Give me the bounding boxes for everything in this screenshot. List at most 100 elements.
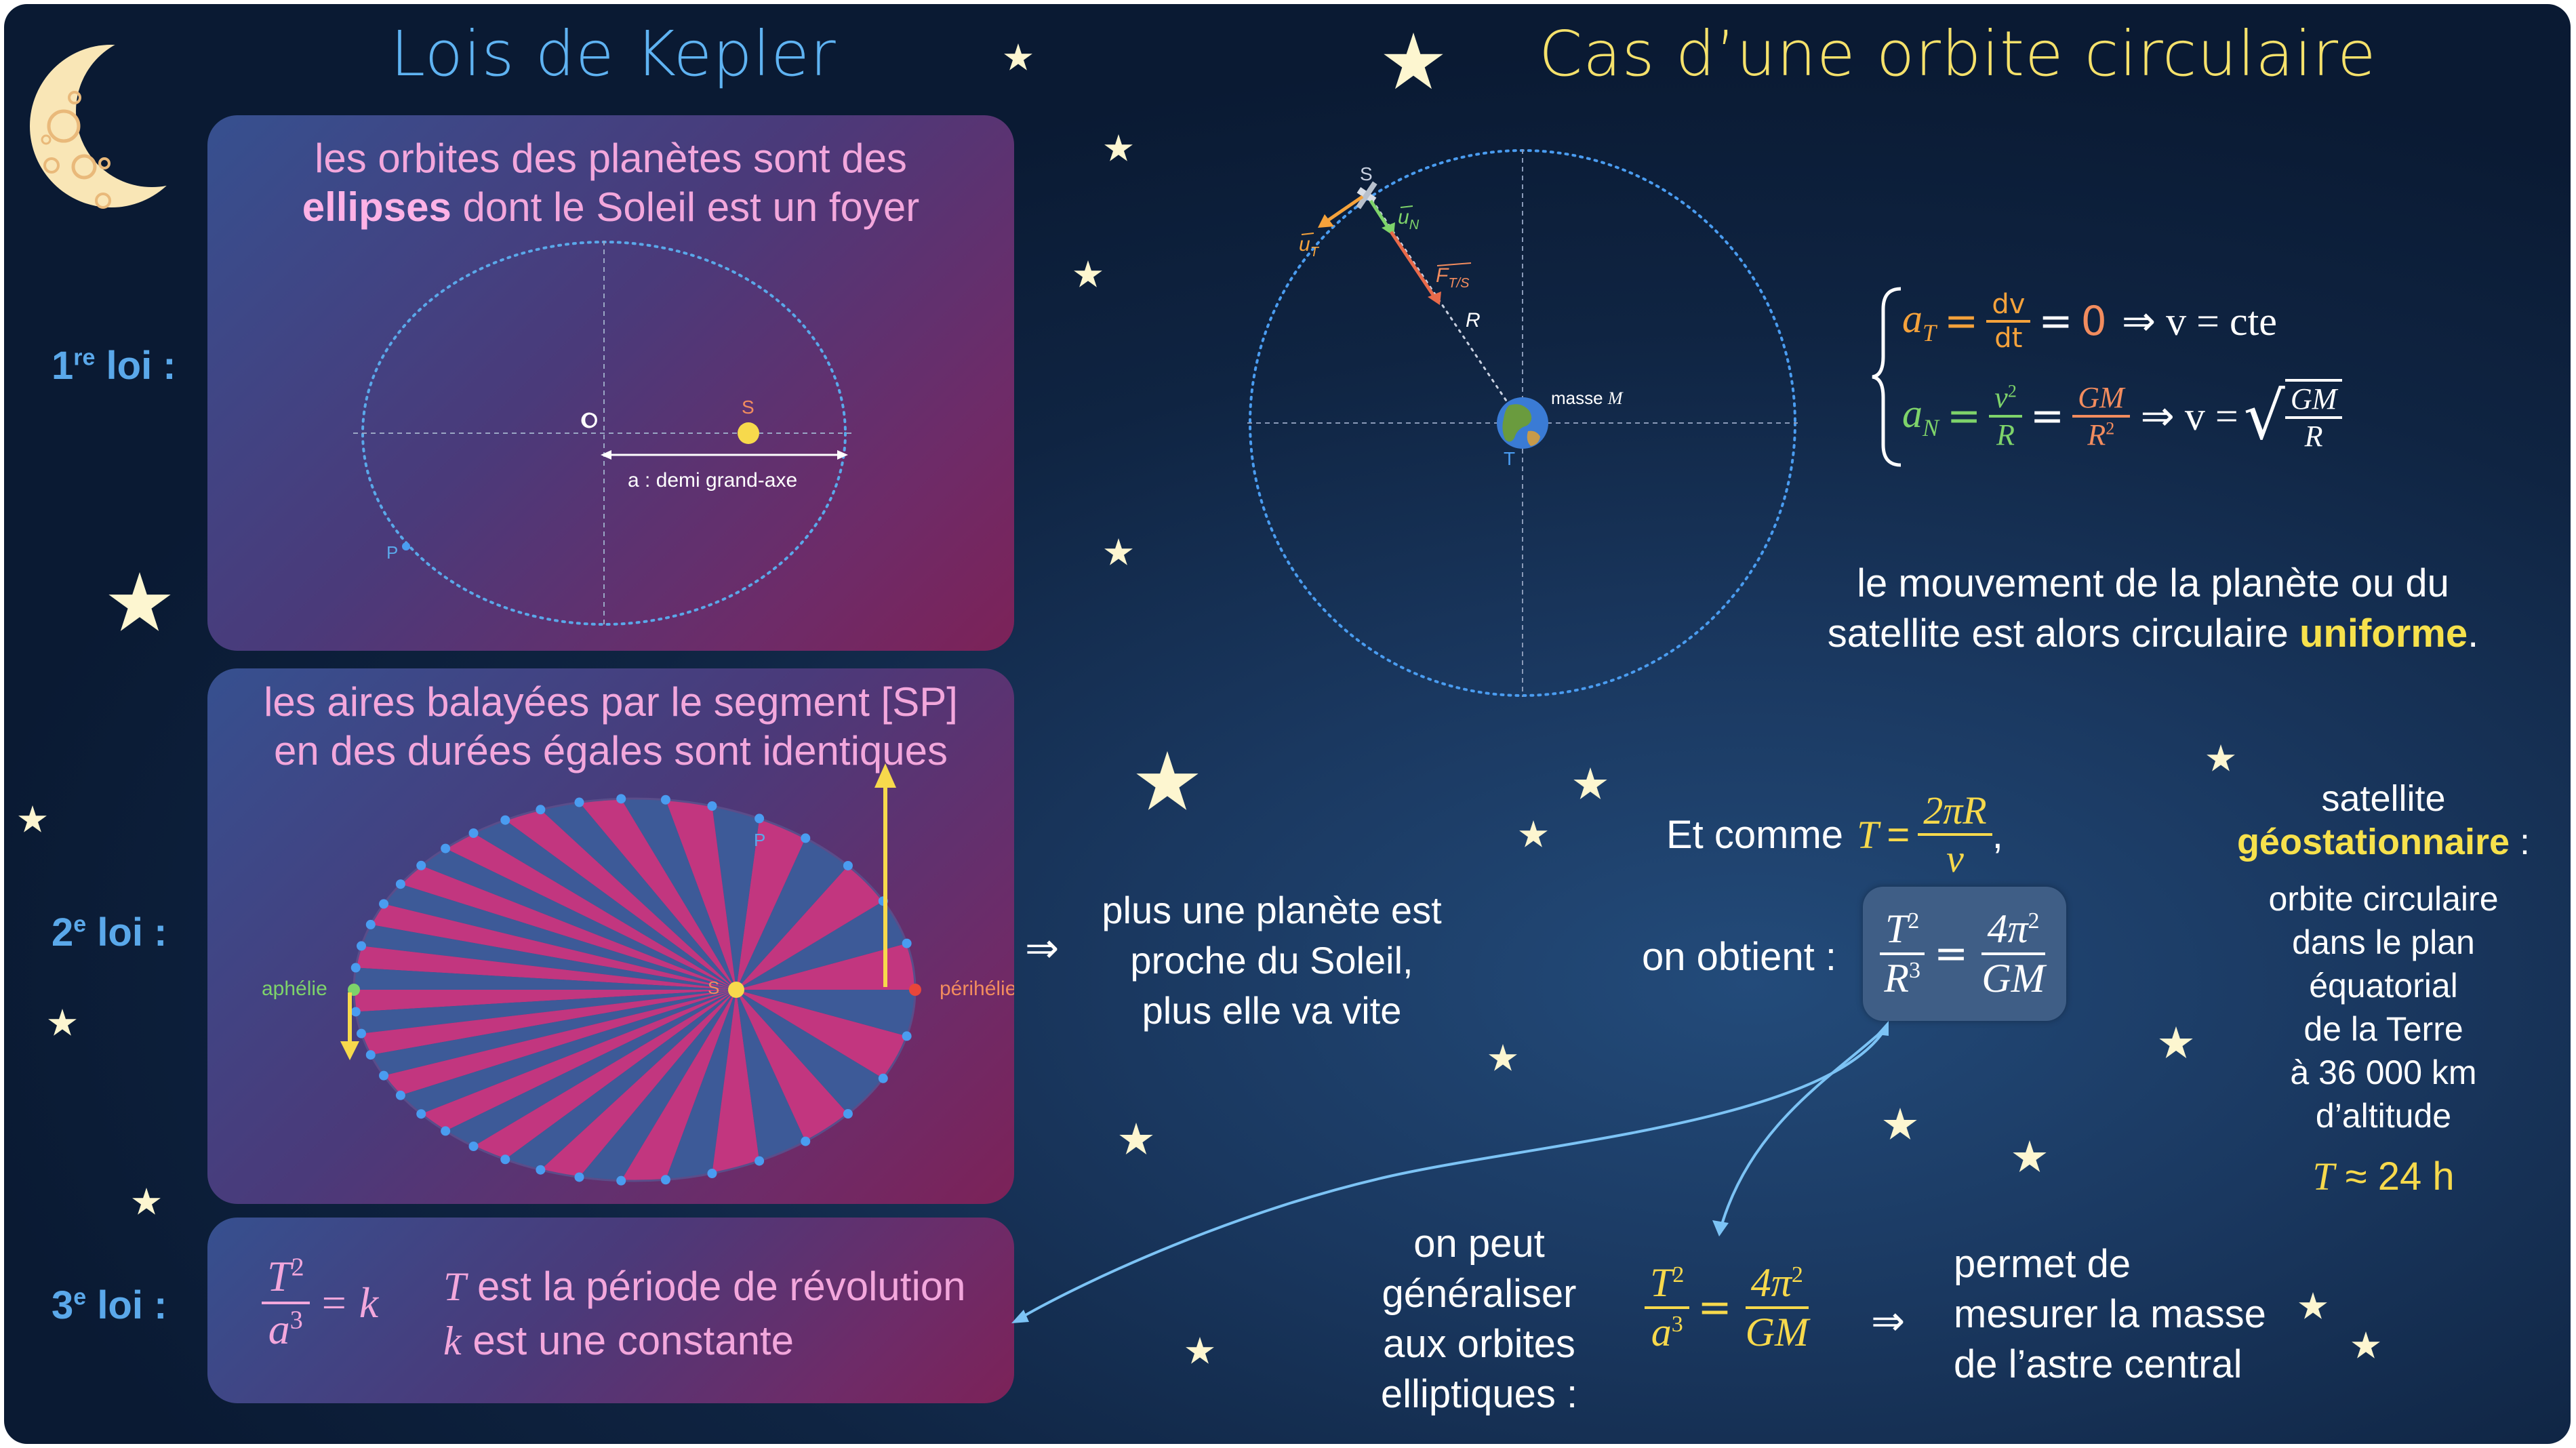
orbit-position-dot — [754, 813, 765, 824]
force-vector — [1389, 230, 1436, 298]
swept-sector — [473, 990, 736, 1160]
star-icon — [1104, 538, 1133, 565]
geo-l1: satellite — [2321, 778, 2446, 819]
star-icon — [2159, 1026, 2193, 1059]
star-icon — [1074, 260, 1102, 287]
star-icon — [1186, 1337, 1214, 1364]
law2-conclusion-arrow: ⇒ — [1025, 925, 1060, 971]
star-icon — [1104, 134, 1133, 161]
star-icon — [1004, 43, 1032, 71]
kepler-board: Lois de Kepler Cas d’une orbite circulai… — [4, 4, 2571, 1444]
orbit-position-dot — [350, 1007, 361, 1017]
general-arrow: ⇒ — [1871, 1298, 1906, 1344]
generalize-text: on peut généraliser aux orbites elliptiq… — [1330, 1219, 1628, 1420]
semi-axis-label: a : demi grand-axe — [628, 469, 797, 491]
swept-sector — [736, 990, 806, 1161]
circular-orbit-diagram: S T R masse M uT uN FT/S — [1247, 149, 1798, 697]
swept-sector — [384, 884, 736, 990]
geo-l7: d’altitude — [2315, 1097, 2452, 1135]
eq-R2-exp: 2 — [2106, 418, 2115, 439]
star-icon — [132, 1188, 161, 1215]
orbit-position-dot — [843, 1109, 853, 1119]
law1-bold: ellipses — [302, 184, 451, 230]
eq-aT-letter: a — [1902, 296, 1923, 341]
aphelion-label: aphélie — [262, 978, 327, 1000]
eq-v2-exp: 2 — [2007, 381, 2017, 401]
law1-line2-rest: dont le Soleil est un foyer — [462, 184, 920, 230]
orbit-position-dot — [468, 1141, 479, 1151]
swept-sector — [712, 990, 760, 1174]
eq-v-cte: ⇒ v = cte — [2121, 299, 2277, 344]
law3-num: T — [267, 1252, 291, 1300]
orbit-position-dot — [500, 815, 510, 825]
orbit-position-dot — [357, 1028, 367, 1039]
law3-den: a — [268, 1305, 290, 1353]
swept-sector — [445, 990, 736, 1146]
law3-fraction: T2 a3 — [262, 1251, 310, 1354]
geo-colon: : — [2520, 822, 2531, 862]
uN-sub: N — [1409, 218, 1420, 233]
uN-letter: u — [1398, 206, 1409, 228]
label-P: P — [386, 542, 398, 563]
label-S: S — [742, 397, 754, 418]
permet-l2: mesurer la masse — [1954, 1292, 2266, 1336]
brace-icon — [1872, 287, 1901, 467]
law2-conclusion-2: proche du Soleil, — [1130, 939, 1413, 982]
eq-R: R — [1996, 418, 2015, 451]
swept-sector — [736, 990, 915, 1037]
orbit-position-dot — [500, 1154, 510, 1165]
eq-aT: aT — [1902, 296, 1936, 347]
star-icon — [2299, 1292, 2327, 1319]
law3-label: 3e loi : — [52, 1283, 167, 1328]
swept-sector — [579, 990, 736, 1181]
orbit-position-dot — [616, 1175, 626, 1186]
law2-conclusion: plus une planète est proche du Soleil, p… — [1062, 885, 1482, 1036]
law1-text: les orbites des planètes sont des ellips… — [207, 134, 1014, 232]
box-num-exp: 2 — [1908, 908, 1920, 933]
geo-l4: équatorial — [2309, 967, 2458, 1005]
box-den-exp: 3 — [1909, 958, 1921, 983]
uniform-line1: le mouvement de la planète ou du — [1857, 561, 2449, 605]
orbit-position-dot — [441, 843, 451, 853]
law3-formula: T2 a3 = k — [262, 1251, 378, 1354]
swept-sector — [421, 848, 736, 990]
law3-var-k: k — [443, 1319, 462, 1363]
general-rnum-exp: 2 — [1791, 1262, 1803, 1287]
label-F: FT/S — [1436, 264, 1470, 291]
orbit-position-dot — [416, 860, 426, 870]
swept-sector — [361, 990, 736, 1055]
label-masse: masse M — [1551, 388, 1624, 408]
general-den-exp: 3 — [1671, 1312, 1683, 1337]
star-icon — [1489, 1044, 1517, 1071]
label-S-orbit: S — [1360, 163, 1373, 184]
swept-sector — [505, 809, 736, 990]
law3-word: loi : — [97, 1283, 167, 1327]
orbit-position-dot — [350, 963, 361, 973]
permet-text: permet de mesurer la masse de l’astre ce… — [1954, 1239, 2266, 1390]
law2-number: 2 — [52, 910, 74, 954]
geostationary-block: satellite géostationnaire : orbite circu… — [2200, 777, 2567, 1199]
on-obtient: on obtient : — [1642, 935, 1836, 979]
swept-sector — [712, 805, 760, 990]
star-icon — [108, 572, 171, 631]
swept-sector — [579, 799, 736, 990]
swept-sector — [736, 818, 806, 990]
eq-equals-1: = — [1944, 298, 1979, 345]
law3-desc2: k est une constante — [443, 1314, 966, 1368]
swept-sector — [400, 865, 736, 990]
law1-panel: les orbites des planètes sont des ellips… — [207, 115, 1014, 651]
eq-dv: dv — [1986, 289, 2031, 323]
orbit-position-dot — [365, 1050, 376, 1060]
swept-sector — [370, 990, 736, 1076]
law3-den-exp: 3 — [289, 1306, 303, 1335]
general-rden: GM — [1745, 1310, 1809, 1354]
orbit-position-dot — [902, 938, 912, 948]
